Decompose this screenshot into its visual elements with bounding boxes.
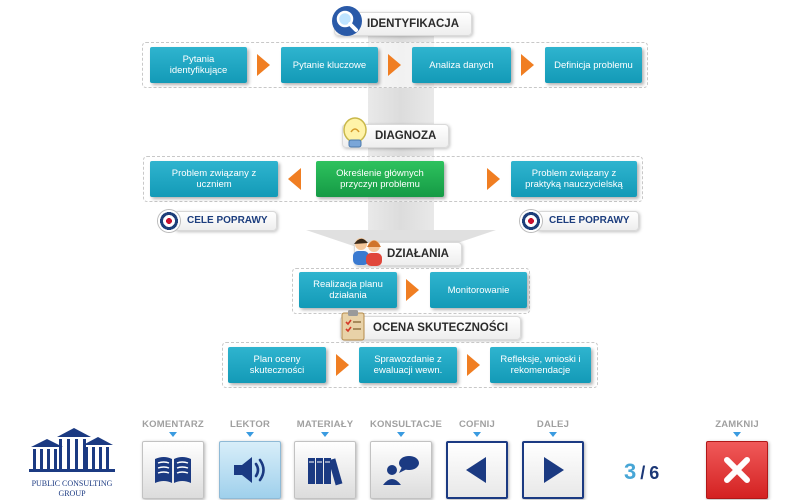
page-total: 6 [649,463,660,483]
toolbar-materialy[interactable]: MATERIAŁY [294,419,356,499]
zamknij-button[interactable] [706,441,768,499]
chat-people-icon [383,456,419,485]
arrow-right [336,354,349,376]
komentarz-button[interactable] [142,441,204,499]
section-title: OCENA SKUTECZNOŚCI [340,316,522,340]
columns-logo-icon [29,428,115,472]
books-icon [308,458,343,486]
section-header-dzialania: DZIAŁANIA [353,238,462,266]
step-sprawozdanie[interactable]: Sprawozdanie z ewaluacji wewn. [359,347,457,383]
logo-text-line2: GROUP [58,489,86,498]
target-icon [158,210,180,232]
section-header-ocena: OCENA SKUTECZNOŚCI [340,310,522,341]
caret-down-icon [246,432,254,437]
arrow-left [288,168,301,190]
people-icon [353,238,382,266]
dalej-button[interactable] [522,441,584,499]
toolbar-cofnij[interactable]: COFNIJ [446,419,508,499]
cofnij-button[interactable] [446,441,508,499]
tool-label: KOMENTARZ [142,419,204,430]
section-header-diagnoza: DIAGNOZA [342,117,450,148]
arrow-right [487,168,500,190]
tool-label: COFNIJ [458,419,496,430]
arrow-left-icon [466,457,486,483]
magnifier-icon [332,6,362,36]
caret-down-icon [733,432,741,437]
open-book-icon [155,457,191,483]
toolbar-zamknij[interactable]: ZAMKNIJ [706,419,768,499]
toolbar-konsultacje[interactable]: KONSULTACJE [370,419,443,499]
arrow-right [388,54,401,76]
logo-text-line1: PUBLIC CONSULTING [31,479,113,488]
step-analiza-danych[interactable]: Analiza danych [412,47,511,83]
speaker-icon [234,457,265,483]
cele-poprawy-right[interactable]: CELE POPRAWY [520,210,639,232]
step-problem-praktyka[interactable]: Problem związany z praktyką nauczycielsk… [511,161,637,197]
caret-down-icon [549,432,557,437]
lektor-button[interactable] [219,441,281,499]
step-okreslenie-przyczyn[interactable]: Określenie głównych przyczyn problemu [316,161,444,197]
toolbar-komentarz[interactable]: KOMENTARZ [142,419,204,499]
materialy-button[interactable] [294,441,356,499]
page-separator: / [640,463,646,483]
toolbar-lektor[interactable]: LEKTOR [219,419,281,499]
step-plan-oceny[interactable]: Plan oceny skuteczności [228,347,326,383]
page-current: 3 [624,459,637,484]
page-counter: 3/6 [624,459,659,485]
konsultacje-button[interactable] [370,441,432,499]
toolbar-dalej[interactable]: DALEJ [522,419,584,499]
arrow-right [406,279,419,301]
target-icon [520,210,542,232]
caret-down-icon [321,432,329,437]
caret-down-icon [473,432,481,437]
company-logo: PUBLIC CONSULTING GROUP [24,425,120,498]
arrow-right [467,354,480,376]
close-icon [724,457,750,483]
cele-poprawy-left[interactable]: CELE POPRAWY [158,210,277,232]
section-header-identyfikacja: IDENTYFIKACJA [332,6,473,36]
tool-label: DALEJ [536,419,570,430]
clipboard-icon [341,310,365,341]
step-monitorowanie[interactable]: Monitorowanie [430,272,527,308]
step-pytanie-kluczowe[interactable]: Pytanie kluczowe [281,47,378,83]
step-refleksje[interactable]: Refleksje, wnioski i rekomendacje [490,347,591,383]
step-realizacja-planu[interactable]: Realizacja planu działania [299,272,397,308]
caret-down-icon [169,432,177,437]
step-problem-uczen[interactable]: Problem związany z uczniem [150,161,278,197]
tool-label: ZAMKNIJ [715,419,759,430]
tool-label: MATERIAŁY [296,419,354,430]
arrow-right [521,54,534,76]
tool-label: KONSULTACJE [370,419,443,430]
arrow-right-icon [544,457,564,483]
lightbulb-icon [343,117,367,148]
arrow-right [257,54,270,76]
tool-label: LEKTOR [229,419,271,430]
step-definicja-problemu[interactable]: Definicja problemu [545,47,642,83]
step-pytania-identyfikujace[interactable]: Pytania identyfikujące [150,47,247,83]
caret-down-icon [397,432,405,437]
